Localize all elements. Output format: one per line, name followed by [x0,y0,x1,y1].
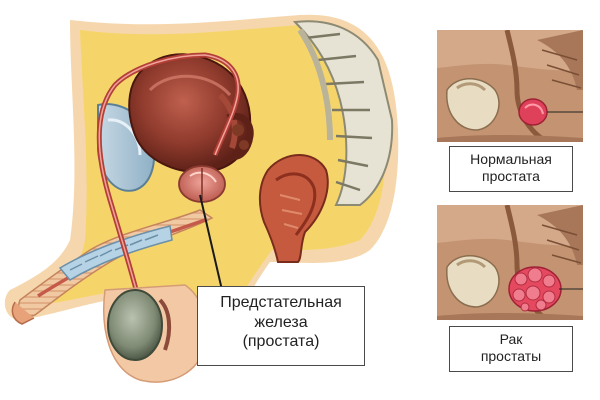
scrotum [103,284,207,383]
inset-prostate-cancer [437,205,583,320]
rectum [258,154,329,263]
prostate-callout-label: Предстательная железа (простата) [197,286,365,366]
tumor-tissue [508,266,562,312]
normal-label-line-2: простата [482,168,540,185]
cancer-label-line-1: Рак [499,331,523,347]
inset-normal-prostate [437,30,583,142]
callout-pointer [199,194,223,291]
normal-label-line-1: Нормальная [470,151,552,167]
callout-line-2: железа [254,313,308,331]
vas-deferens [96,52,241,346]
prostate [178,165,226,203]
callout-line-1: Предстательная [220,294,342,311]
spine [292,20,394,206]
callout-line-3: (простата) [242,333,320,351]
cancer-label-line-2: простаты [480,348,542,365]
testis [107,289,163,361]
normal-prostate-label: Нормальная простата [449,146,573,192]
prostate-cancer-label: Рак простаты [449,326,573,372]
seminal-vesicle [226,112,254,160]
